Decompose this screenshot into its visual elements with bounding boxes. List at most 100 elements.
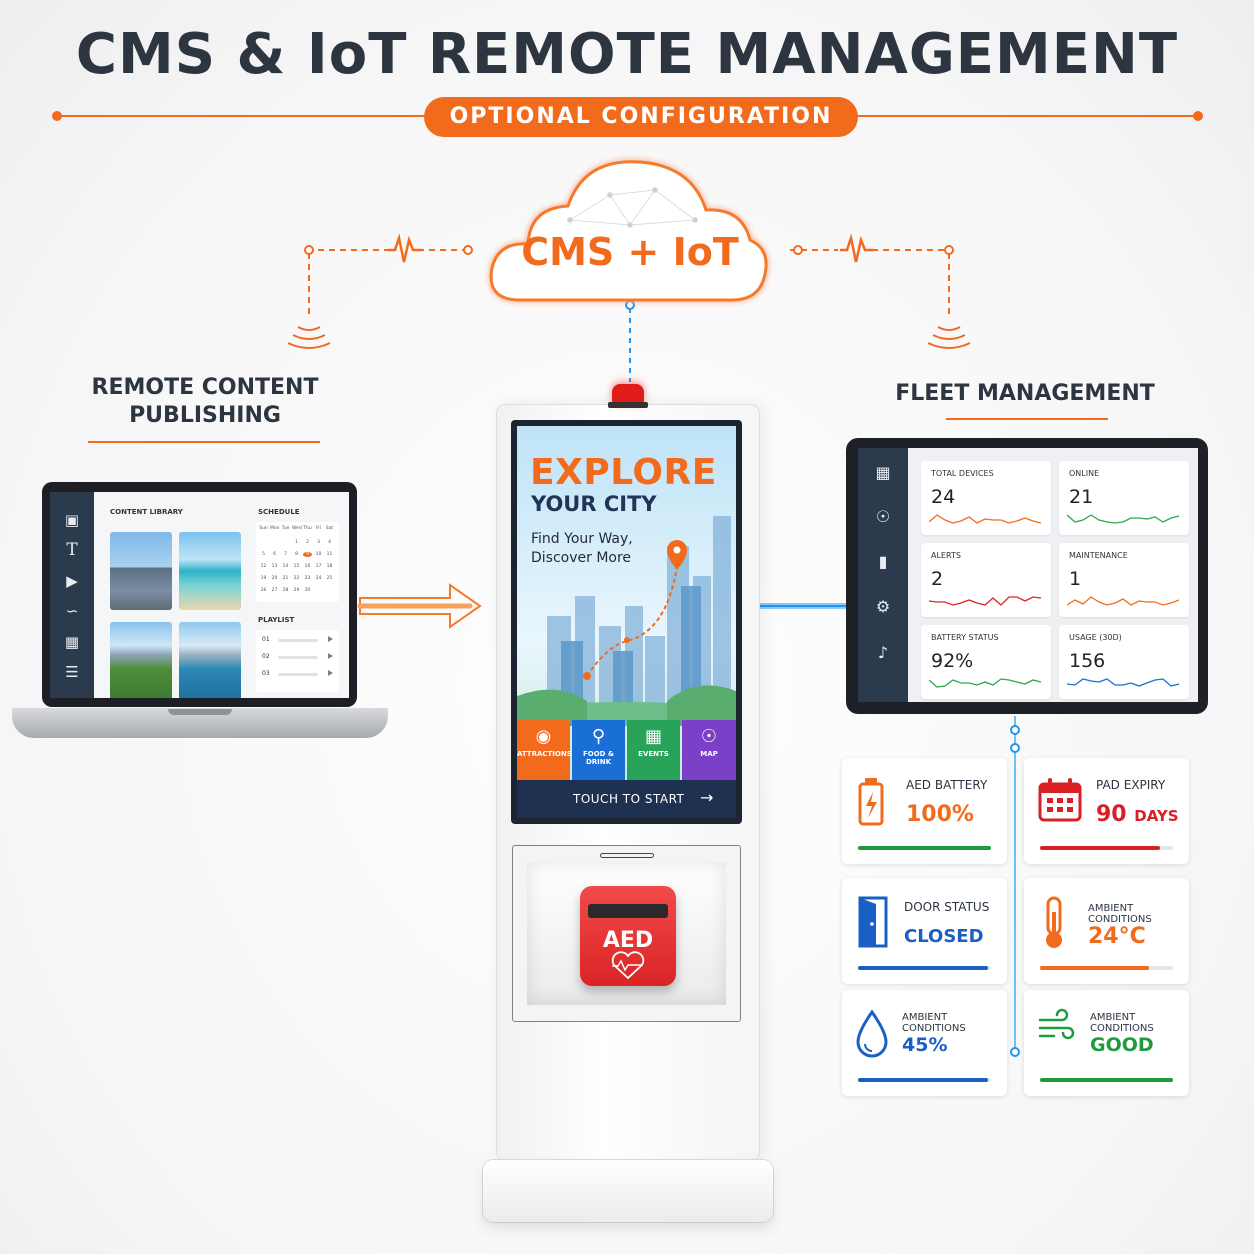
tile-attractions[interactable]: ◉ ATTRACTIONS xyxy=(517,720,572,780)
status-card-ambient-humidity[interactable]: AMBIENT CONDITIONS 45% xyxy=(842,990,1007,1096)
calendar-date[interactable]: 3 xyxy=(317,540,320,545)
playlist-panel: 01 02 03 xyxy=(256,630,339,692)
calendar-date[interactable]: 25 xyxy=(326,576,333,581)
bar-chart-icon[interactable]: ▮ xyxy=(878,552,888,571)
status-card-aed-battery[interactable]: AED BATTERY 100% xyxy=(842,758,1007,864)
thumbnail-beach[interactable] xyxy=(179,532,241,610)
calendar-date[interactable]: 24 xyxy=(315,576,322,581)
cabinet-handle[interactable] xyxy=(600,853,654,858)
playlist-item-bar xyxy=(278,673,318,676)
calendar-date[interactable]: 2 xyxy=(306,540,309,545)
status-card-ambient-temperature[interactable]: AMBIENT CONDITIONS 24°C xyxy=(1024,878,1189,984)
status-card-pad-expiry[interactable]: PAD EXPIRY 90 DAYS xyxy=(1024,758,1189,864)
status-value: 90 xyxy=(1096,802,1127,827)
calendar-date[interactable]: 18 xyxy=(326,564,333,569)
thumbnail-city[interactable] xyxy=(110,532,172,610)
bell-icon[interactable]: ♪ xyxy=(877,643,889,662)
metric-card-usage[interactable]: USAGE (30D) 156 xyxy=(1059,625,1189,699)
calendar-date[interactable]: 30 xyxy=(304,588,311,593)
metric-card-total-devices[interactable]: TOTAL DEVICES 24 xyxy=(921,461,1051,535)
calendar-day-header: Tue xyxy=(281,526,290,531)
calendar-date[interactable]: 12 xyxy=(260,564,267,569)
gear-icon[interactable]: ⚙ xyxy=(875,597,891,616)
schedule-heading: SCHEDULE xyxy=(258,508,300,516)
metric-card-maintenance[interactable]: MAINTENANCE 1 xyxy=(1059,543,1189,617)
sparkline-path xyxy=(1067,678,1180,687)
section-label-fleet-management: FLEET MANAGEMENT xyxy=(895,381,1155,406)
metric-card-online[interactable]: ONLINE 21 xyxy=(1059,461,1189,535)
calendar-date[interactable]: 23 xyxy=(304,576,311,581)
status-value-group: 90 DAYS xyxy=(1096,802,1179,827)
calendar-date[interactable]: 28 xyxy=(282,588,289,593)
touch-to-start-button[interactable]: TOUCH TO START → xyxy=(517,780,736,818)
sparkline-path xyxy=(1067,596,1180,606)
status-bar xyxy=(1040,966,1173,970)
droplet-icon xyxy=(856,1009,888,1058)
door-icon xyxy=(858,896,888,948)
status-value: 24°C xyxy=(1088,924,1146,949)
play-icon[interactable] xyxy=(328,670,333,676)
calendar-date[interactable]: 5 xyxy=(262,552,265,557)
section-label-line2: PUBLISHING xyxy=(129,403,281,428)
status-bar-fill xyxy=(1040,846,1160,850)
sparkline-path xyxy=(929,596,1042,606)
kiosk-subhead: YOUR CITY xyxy=(531,492,657,516)
calendar-date[interactable]: 29 xyxy=(293,588,300,593)
calendar-date[interactable]: 9 xyxy=(303,552,312,557)
status-card-ambient-air-quality[interactable]: AMBIENT CONDITIONS GOOD xyxy=(1024,990,1189,1096)
calendar-date[interactable]: 14 xyxy=(282,564,289,569)
tile-events[interactable]: ▦ EVENTS xyxy=(627,720,680,780)
status-value: GOOD xyxy=(1090,1034,1154,1056)
calendar-date[interactable]: 4 xyxy=(328,540,331,545)
status-card-door-status[interactable]: DOOR STATUS CLOSED xyxy=(842,878,1007,984)
grid-icon[interactable]: ▦ xyxy=(64,633,80,651)
tile-map[interactable]: ☉ MAP xyxy=(682,720,736,780)
calendar-date[interactable]: 22 xyxy=(293,576,300,581)
calendar-date[interactable]: 26 xyxy=(260,588,267,593)
metric-label: TOTAL DEVICES xyxy=(931,469,994,478)
route-icon[interactable]: ∽ xyxy=(65,602,79,620)
map-pin-icon: ☉ xyxy=(700,726,718,747)
calendar-date[interactable]: 19 xyxy=(260,576,267,581)
text-icon[interactable]: T xyxy=(66,540,78,560)
list-icon[interactable]: ☰ xyxy=(65,663,79,681)
thumbnail-mountains[interactable] xyxy=(110,622,172,698)
tile-label: MAP xyxy=(700,750,718,758)
location-icon[interactable]: ☉ xyxy=(875,507,891,526)
image-icon[interactable]: ▣ xyxy=(64,511,80,529)
calendar-date[interactable]: 1 xyxy=(295,540,298,545)
metric-card-alerts[interactable]: ALERTS 2 xyxy=(921,543,1051,617)
metric-label: MAINTENANCE xyxy=(1069,551,1128,560)
thumbnail-lake[interactable] xyxy=(179,622,241,698)
subtitle-badge: OPTIONAL CONFIGURATION xyxy=(424,97,858,137)
status-bar xyxy=(858,846,991,850)
cms-sidebar: ▣ T ▶ ∽ ▦ ☰ xyxy=(50,492,94,698)
calendar-date[interactable]: 11 xyxy=(326,552,333,557)
touch-to-start-label: TOUCH TO START xyxy=(573,792,685,806)
calendar-date[interactable]: 10 xyxy=(315,552,322,557)
kiosk-headline: EXPLORE xyxy=(530,452,717,493)
city-skyline-illustration xyxy=(517,516,736,726)
calendar-date[interactable]: 6 xyxy=(273,552,276,557)
tile-food-drink[interactable]: ⚲ FOOD & DRINK xyxy=(572,720,625,780)
play-icon[interactable] xyxy=(328,636,333,642)
calendar-date[interactable]: 15 xyxy=(293,564,300,569)
calendar-date[interactable]: 7 xyxy=(284,552,287,557)
status-label: AMBIENT CONDITIONS xyxy=(1088,903,1152,925)
calendar-day-header: Wed xyxy=(292,526,302,531)
metric-label: ONLINE xyxy=(1069,469,1100,478)
video-icon[interactable]: ▶ xyxy=(66,572,78,590)
status-bar-fill xyxy=(1040,1078,1173,1082)
calendar-date[interactable]: 17 xyxy=(315,564,322,569)
calendar-date[interactable]: 8 xyxy=(295,552,298,557)
dashboard-icon[interactable]: ▦ xyxy=(875,463,891,482)
metric-card-battery-status[interactable]: BATTERY STATUS 92% xyxy=(921,625,1051,699)
calendar-date[interactable]: 16 xyxy=(304,564,311,569)
play-icon[interactable] xyxy=(328,653,333,659)
calendar-date[interactable]: 27 xyxy=(271,588,278,593)
calendar-date[interactable]: 20 xyxy=(271,576,278,581)
metric-value: 1 xyxy=(1069,568,1082,590)
calendar-date[interactable]: 21 xyxy=(282,576,289,581)
calendar-date[interactable]: 13 xyxy=(271,564,278,569)
